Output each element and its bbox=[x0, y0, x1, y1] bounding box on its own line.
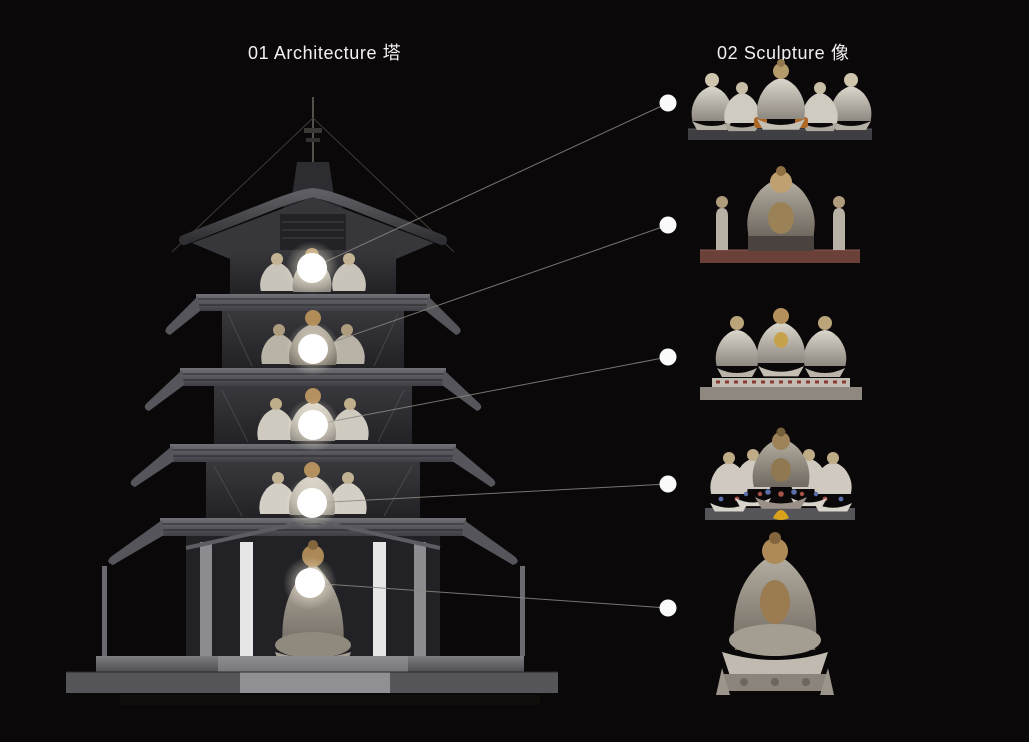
connection-floor-1-orb-to-sculpture-5-dot bbox=[309, 582, 669, 609]
connection-floor-3-orb-to-sculpture-3-dot bbox=[312, 356, 669, 426]
eave-2-left bbox=[108, 520, 164, 565]
sculpture-section-title: 02 Sculpture 像 bbox=[717, 43, 850, 63]
sculpture-5-dot bbox=[659, 599, 677, 617]
sculpture-dot-markers bbox=[659, 94, 677, 617]
sculpture-image-5 bbox=[716, 532, 834, 695]
eave-4-left bbox=[144, 370, 184, 411]
pillar-left-outer bbox=[200, 542, 212, 656]
attendant-right bbox=[833, 196, 845, 250]
eave-2-right bbox=[462, 520, 518, 565]
sculpture-1-dot bbox=[659, 94, 677, 112]
pillar-left-inner bbox=[240, 542, 253, 656]
floor-1-orb bbox=[295, 568, 325, 598]
floor-reflection bbox=[120, 695, 540, 705]
bodhisattva-pair-right bbox=[791, 449, 852, 512]
veranda-post-right bbox=[520, 566, 525, 656]
architecture-section-title: 01 Architecture 塔 bbox=[248, 43, 402, 63]
attendant-left bbox=[716, 196, 728, 250]
spire-cap bbox=[292, 162, 334, 196]
sculpture-4-dot bbox=[659, 475, 677, 493]
veranda-post-left bbox=[102, 566, 107, 656]
eave-5-right bbox=[426, 296, 461, 335]
sculpture-image-4 bbox=[705, 427, 855, 520]
eave-4-right bbox=[442, 370, 482, 411]
floor-5-orb bbox=[297, 253, 327, 283]
eave-3-left bbox=[130, 446, 174, 487]
balcony-band-5 bbox=[196, 294, 430, 311]
lotus-throne-petals bbox=[722, 652, 828, 676]
floor-2-orb bbox=[297, 488, 327, 518]
connection-floor-2-orb-to-sculpture-4-dot bbox=[311, 483, 669, 504]
throne-guardian-right bbox=[820, 668, 834, 695]
golden-offering bbox=[773, 510, 789, 520]
floor-orb-markers bbox=[283, 241, 340, 610]
floor-4-statues bbox=[261, 310, 365, 365]
pillar-right-outer bbox=[414, 542, 426, 656]
sculpture-3-dot bbox=[659, 348, 677, 366]
sculpture-2-dot bbox=[659, 216, 677, 234]
connection-floor-5-orb-to-sculpture-1-dot bbox=[311, 102, 669, 269]
floor-4-orb bbox=[298, 334, 328, 364]
sculpture-image-3 bbox=[700, 308, 862, 400]
roof-tier-5 bbox=[179, 187, 447, 245]
balcony-band-3 bbox=[170, 444, 456, 462]
eave-3-right bbox=[452, 446, 496, 487]
balcony-band-4 bbox=[180, 368, 446, 386]
bodhisattva-pair-left bbox=[710, 449, 771, 512]
floor-3-orb bbox=[298, 410, 328, 440]
sculpture-image-1 bbox=[688, 59, 872, 140]
eave-5-left bbox=[165, 296, 200, 335]
floor-2-statues bbox=[259, 462, 367, 515]
connection-lines bbox=[309, 102, 669, 609]
pillar-right-inner bbox=[373, 542, 386, 656]
throne-guardian-left bbox=[716, 668, 730, 695]
connection-floor-4-orb-to-sculpture-2-dot bbox=[312, 224, 669, 350]
sculpture-image-2 bbox=[700, 166, 860, 263]
